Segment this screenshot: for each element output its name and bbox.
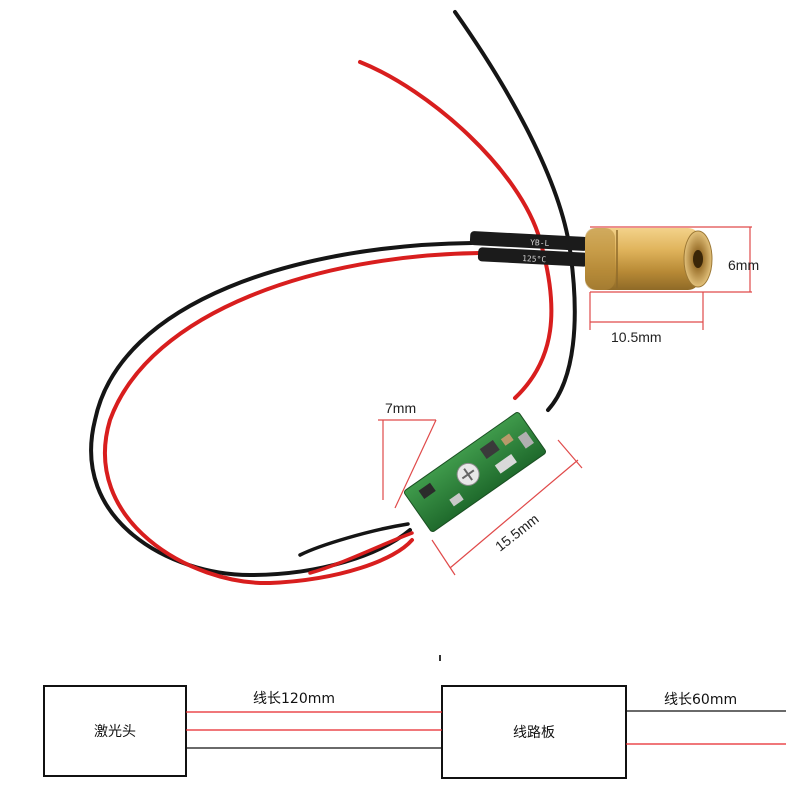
sleeve-lower — [477, 247, 589, 267]
heat-shrink-sleeves: YB-L 125°C — [469, 231, 589, 267]
sleeve-text-bottom: 125°C — [522, 254, 547, 264]
red-wire-loop — [102, 251, 482, 586]
board-box — [441, 685, 627, 779]
pcb-component-1 — [418, 482, 436, 499]
cable-length-60-label: 线长60mm — [664, 692, 737, 708]
red-wire-top — [358, 60, 554, 400]
laser-head-box — [43, 685, 187, 777]
dimension-laser-diameter: 6mm — [590, 226, 759, 293]
dimension-laser-length: 10.5mm — [589, 292, 704, 345]
laser-head — [585, 228, 713, 290]
laser-diameter-label: 6mm — [728, 257, 759, 273]
dimension-board-width: 7mm — [378, 400, 437, 509]
laser-length-label: 10.5mm — [611, 329, 662, 345]
board-width-label: 7mm — [385, 400, 416, 416]
wires — [89, 10, 577, 586]
sleeve-upper — [469, 231, 589, 251]
board-label: 线路板 — [513, 725, 555, 741]
laser-body-step — [585, 228, 615, 290]
pcb-component-5 — [494, 453, 517, 474]
laser-head-label: 激光头 — [94, 723, 136, 740]
black-wire-output — [298, 522, 410, 557]
red-wire-output — [308, 531, 414, 575]
cable-length-120-label: 线长120mm — [253, 691, 335, 707]
pcb-component-4 — [500, 433, 514, 446]
wiring-diagram: 激光头 线路板 线长120mm 线长60mm — [43, 655, 786, 779]
driver-board — [403, 412, 547, 532]
black-wire-top — [453, 10, 577, 412]
board-length-label: 15.5mm — [492, 511, 542, 555]
pcb-component-2 — [449, 492, 464, 507]
pcb-component-3 — [479, 439, 500, 459]
sleeve-text-top: YB-L — [530, 238, 550, 248]
